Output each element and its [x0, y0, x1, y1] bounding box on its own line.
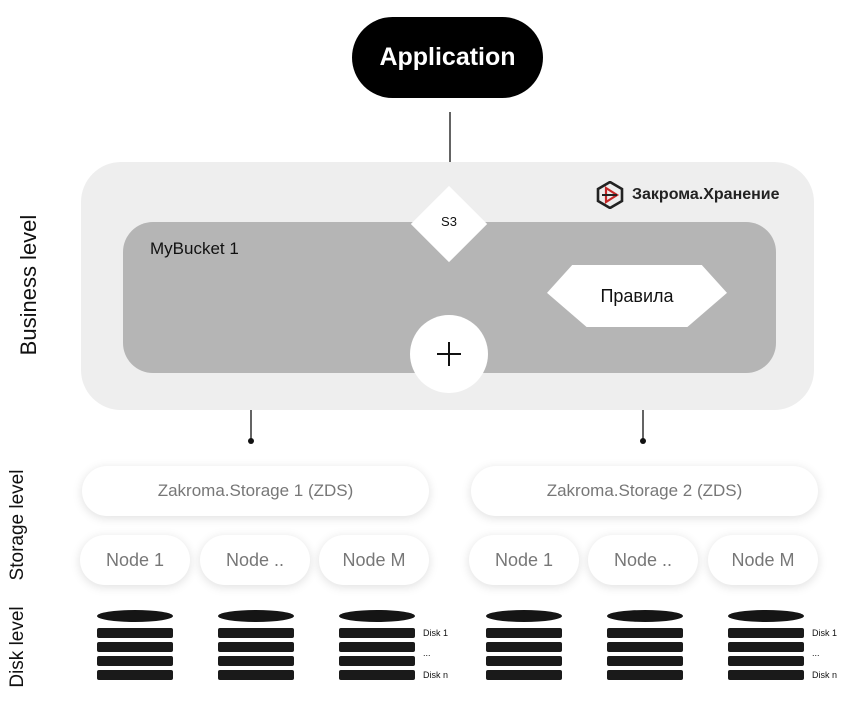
disk-label: Disk 1 — [423, 628, 449, 638]
disk-platter — [218, 628, 294, 638]
storage-level-label: Storage level — [7, 469, 28, 581]
business-level-label: Business level — [16, 214, 41, 356]
node-label: Node M — [731, 549, 795, 570]
disk-platter — [339, 628, 415, 638]
disk-platter — [339, 642, 415, 652]
disk-platter — [97, 656, 173, 666]
disk-platter — [339, 656, 415, 666]
node: Node M — [319, 535, 429, 585]
disk-platter — [339, 670, 415, 680]
node-label: Node 1 — [105, 549, 165, 570]
disk-label: ... — [812, 648, 820, 658]
disk-platter — [728, 670, 804, 680]
disk-label: ... — [423, 648, 431, 658]
disk-platter — [486, 656, 562, 666]
disk-platter — [218, 642, 294, 652]
disk-label: Disk n — [423, 670, 449, 680]
brand: Закрома.Хранение — [596, 180, 780, 210]
zakroma-logo-icon — [596, 181, 624, 209]
storage-system-label: Zakroma.Storage 1 (ZDS) — [157, 481, 354, 500]
connector-dot — [248, 438, 254, 444]
connector-dot — [640, 438, 646, 444]
disk-platter — [97, 628, 173, 638]
node-label: Node M — [342, 549, 406, 570]
node-label: Node .. — [613, 549, 673, 570]
node-label: Node .. — [225, 549, 285, 570]
plus-node — [410, 315, 488, 393]
application-node: Application — [352, 17, 543, 98]
disk-platter — [607, 656, 683, 666]
disk-platter — [728, 656, 804, 666]
disk-platter — [607, 670, 683, 680]
disk-top — [97, 610, 173, 622]
disk-platter — [486, 670, 562, 680]
node: Node M — [708, 535, 818, 585]
disk-platter — [607, 642, 683, 652]
disk-top — [218, 610, 294, 622]
rules-node: Правила — [547, 265, 727, 327]
node: Node .. — [200, 535, 310, 585]
s3-label: S3 — [441, 214, 457, 229]
disk-platter — [607, 628, 683, 638]
disk-platter — [218, 670, 294, 680]
disk-level-label: Disk level — [7, 606, 28, 688]
application-label: Application — [379, 43, 516, 71]
disk-platter — [218, 656, 294, 666]
node-label: Node 1 — [494, 549, 554, 570]
storage-system-label: Zakroma.Storage 2 (ZDS) — [546, 481, 743, 500]
rules-label: Правила — [600, 285, 674, 306]
brand-name: Закрома.Хранение — [632, 186, 780, 203]
bucket-label: MyBucket 1 — [150, 239, 239, 258]
disk-top — [607, 610, 683, 622]
disk-platter — [728, 642, 804, 652]
disk-top — [486, 610, 562, 622]
disk-label: Disk n — [812, 670, 838, 680]
node: Node 1 — [80, 535, 190, 585]
disk-top — [728, 610, 804, 622]
node: Node .. — [588, 535, 698, 585]
node: Node 1 — [469, 535, 579, 585]
storage-system-1: Zakroma.Storage 1 (ZDS) — [82, 466, 429, 516]
disk-platter — [486, 628, 562, 638]
disk-top — [339, 610, 415, 622]
disk-platter — [97, 642, 173, 652]
disk-label: Disk 1 — [812, 628, 838, 638]
plus-icon — [437, 342, 461, 366]
storage-system-2: Zakroma.Storage 2 (ZDS) — [471, 466, 818, 516]
disk-platter — [728, 628, 804, 638]
disk-platter — [97, 670, 173, 680]
disk-platter — [486, 642, 562, 652]
